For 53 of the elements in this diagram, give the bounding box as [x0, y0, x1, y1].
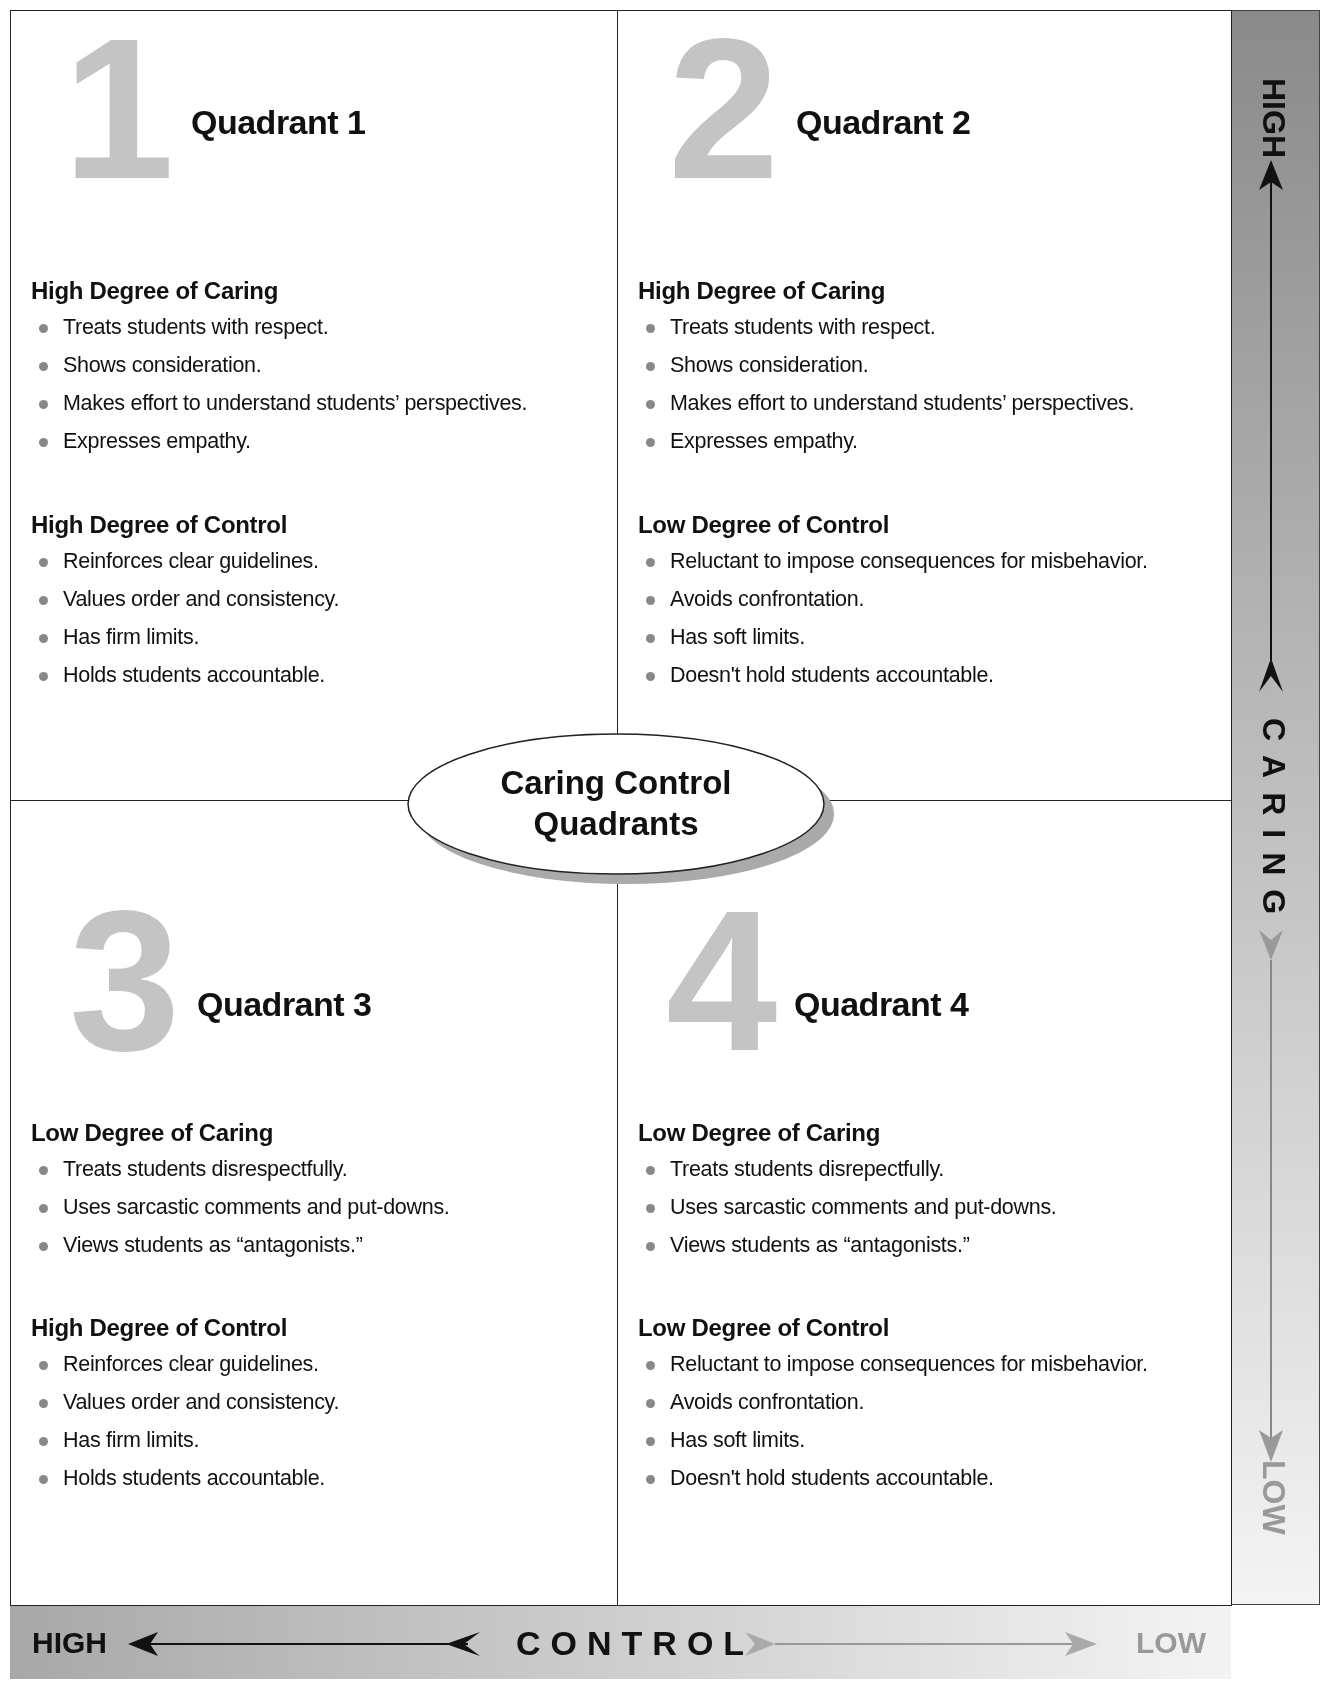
bullet-item: Has soft limits.: [644, 1428, 805, 1453]
section-heading: High Degree of Control: [31, 511, 288, 539]
quadrant-title: Quadrant 2: [796, 103, 971, 142]
quadrant-title: Quadrant 3: [197, 985, 372, 1024]
bullet-item: Views students as “antagonists.”: [37, 1233, 363, 1258]
bullet-item: Has firm limits.: [37, 625, 200, 650]
bullet-item: Uses sarcastic comments and put-downs.: [644, 1195, 1057, 1220]
section-heading: Low Degree of Caring: [31, 1119, 274, 1147]
bullet-item: Avoids confrontation.: [644, 1390, 865, 1415]
bullet-item: Reluctant to impose consequences for misbehavior.: [644, 549, 1148, 574]
bullet-item: Makes effort to understand students’ perspectives.: [644, 391, 1135, 416]
quadrant-number: 2: [668, 29, 780, 189]
quadrant-title: Quadrant 1: [191, 103, 366, 142]
bullet-item: Doesn't hold students accountable.: [644, 663, 994, 688]
quadrant-number: 3: [69, 901, 181, 1061]
section-heading: Low Degree of Control: [638, 1314, 890, 1342]
bullet-item: Reluctant to impose consequences for misbehavior.: [644, 1352, 1148, 1377]
bullet-item: Values order and consistency.: [37, 587, 340, 612]
bullet-item: Holds students accountable.: [37, 1466, 325, 1491]
bullet-item: Views students as “antagonists.”: [644, 1233, 970, 1258]
quadrant-number: 4: [666, 901, 778, 1061]
ellipse-title: Caring Control Quadrants: [499, 763, 733, 844]
bullet-item: Makes effort to understand students’ perspectives.: [37, 391, 528, 416]
section-heading: High Degree of Control: [31, 1314, 288, 1342]
bullet-item: Has firm limits.: [37, 1428, 200, 1453]
axis-label: LOW: [1258, 1460, 1290, 1535]
bullet-item: Avoids confrontation.: [644, 587, 865, 612]
bullet-item: Expresses empathy.: [644, 429, 858, 454]
section-heading: Low Degree of Caring: [638, 1119, 881, 1147]
section-heading: Low Degree of Control: [638, 511, 890, 539]
quadrant-title: Quadrant 4: [794, 985, 969, 1024]
axis-label: CONTROL: [516, 1626, 755, 1660]
bullet-item: Shows consideration.: [644, 353, 869, 378]
axis-label: CARING: [1258, 718, 1290, 929]
axis-label: LOW: [1136, 1628, 1206, 1658]
bullet-item: Values order and consistency.: [37, 1390, 340, 1415]
bullet-item: Holds students accountable.: [37, 663, 325, 688]
bullet-item: Treats students with respect.: [37, 315, 329, 340]
bullet-item: Reinforces clear guidelines.: [37, 549, 319, 574]
bullet-item: Treats students disrepectfully.: [644, 1157, 944, 1182]
bullet-item: Reinforces clear guidelines.: [37, 1352, 319, 1377]
quadrant-number: 1: [63, 29, 175, 189]
axis-label: HIGH: [32, 1628, 107, 1658]
bullet-item: Uses sarcastic comments and put-downs.: [37, 1195, 450, 1220]
section-heading: High Degree of Caring: [638, 277, 886, 305]
bullet-item: Doesn't hold students accountable.: [644, 1466, 994, 1491]
bullet-item: Treats students disrespectfully.: [37, 1157, 348, 1182]
bullet-item: Has soft limits.: [644, 625, 805, 650]
section-heading: High Degree of Caring: [31, 277, 279, 305]
bullet-item: Shows consideration.: [37, 353, 262, 378]
bullet-item: Expresses empathy.: [37, 429, 251, 454]
bullet-item: Treats students with respect.: [644, 315, 936, 340]
axis-label: HIGH: [1258, 78, 1290, 158]
